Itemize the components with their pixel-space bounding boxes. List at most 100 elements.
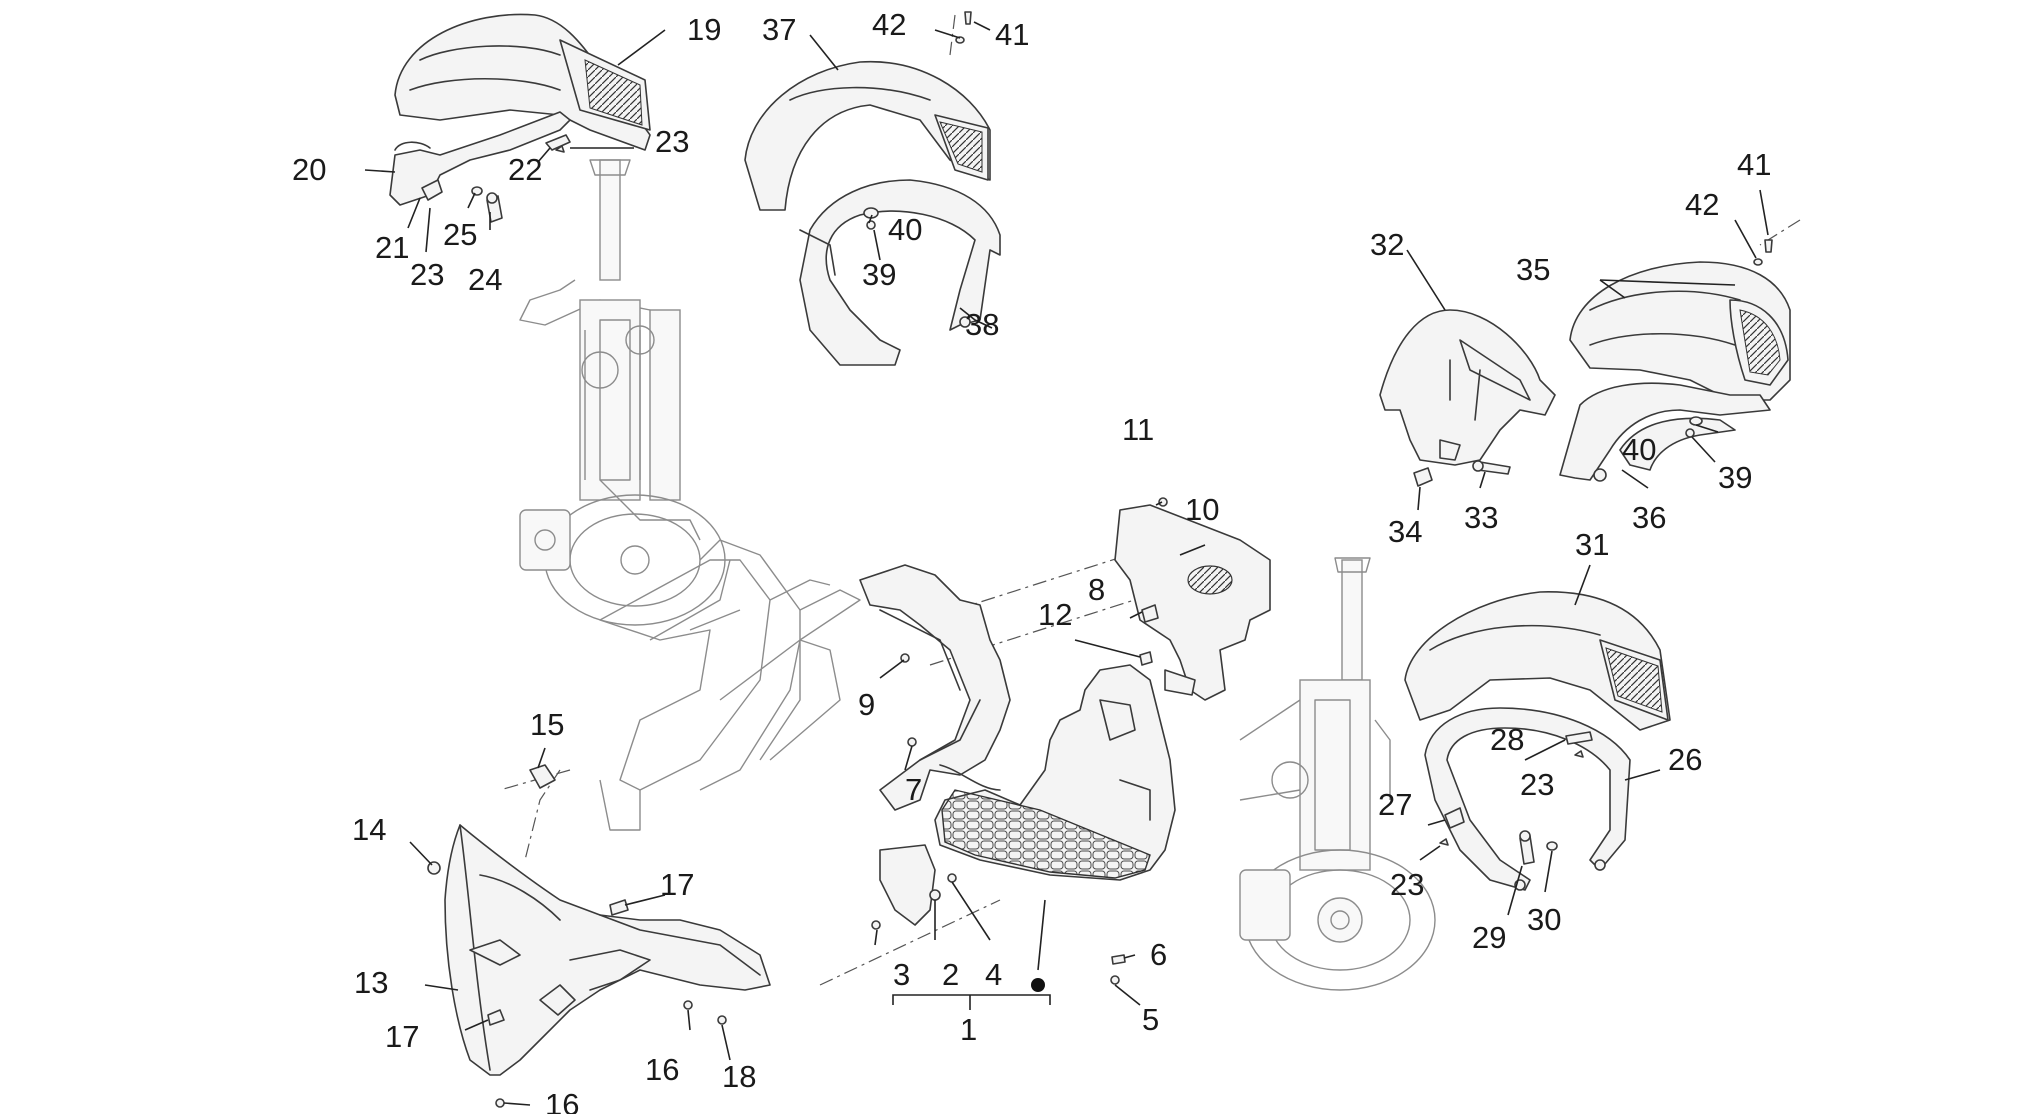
screw-18 (717, 1015, 727, 1025)
callout-40-b: 40 (1622, 432, 1656, 467)
callout-33: 33 (1464, 500, 1498, 535)
callout-16-b: 16 (545, 1087, 579, 1114)
callout-16-a: 16 (645, 1052, 679, 1087)
callout-41-b: 41 (1737, 147, 1771, 182)
clip-23-c (1574, 750, 1584, 758)
callout-14: 14 (352, 812, 386, 847)
callout-20: 20 (292, 152, 326, 187)
callout-31: 31 (1575, 527, 1609, 562)
callout-42-b: 42 (1685, 187, 1719, 222)
clip-27 (1444, 807, 1465, 829)
nut-39-a (866, 220, 876, 230)
callout-23-d: 23 (1390, 867, 1424, 902)
mudguard-bracket-36 (1559, 382, 1771, 482)
callout-28: 28 (1490, 722, 1524, 757)
callout-17-b: 17 (385, 1019, 419, 1054)
callout-40-a: 40 (888, 212, 922, 247)
callout-21: 21 (375, 230, 409, 265)
callout-23-a: 23 (655, 124, 689, 159)
callout-10: 10 (1185, 492, 1219, 527)
callout-1: 1 (960, 1012, 977, 1047)
clip-12 (1139, 651, 1153, 666)
clip-6 (1111, 954, 1126, 965)
callout-12: 12 (1038, 597, 1072, 632)
leader-lines (364, 21, 1769, 1106)
spring-clip-17-a (609, 899, 629, 916)
assembly-bracket-1 (892, 994, 1051, 1010)
callout-39-a: 39 (862, 257, 896, 292)
callout-13: 13 (354, 965, 388, 1000)
screw-41-b (1764, 239, 1773, 253)
washer-25 (471, 186, 483, 196)
callouts: 19 20 21 22 23 23 25 24 37 42 41 40 39 3… (292, 7, 1771, 1114)
washer-2 (929, 889, 941, 901)
spring-clip-17-b (487, 1009, 505, 1026)
screw-11 (1158, 497, 1168, 507)
screw-7 (907, 737, 917, 747)
washer-42-a (955, 36, 965, 44)
callout-34: 34 (1388, 514, 1422, 549)
screw-16-a (683, 1000, 693, 1010)
callout-29: 29 (1472, 920, 1506, 955)
callout-36: 36 (1632, 500, 1666, 535)
clip-23-d (1439, 838, 1449, 846)
front-fork-right-ghost (1239, 557, 1436, 991)
callout-26: 26 (1668, 742, 1702, 777)
callout-39-b: 39 (1718, 460, 1752, 495)
washer-40-b (1689, 416, 1703, 426)
callout-23-c: 23 (1520, 767, 1554, 802)
clip-8 (1141, 604, 1159, 623)
callout-30: 30 (1527, 902, 1561, 937)
callout-41-a: 41 (995, 17, 1029, 52)
washer-42-b (1753, 258, 1763, 266)
callout-4: 4 (985, 957, 1002, 992)
clip-21 (421, 179, 443, 201)
nut-39-b (1685, 428, 1695, 438)
callout-27: 27 (1378, 787, 1412, 822)
hugger-32 (1379, 309, 1556, 466)
screw-4 (947, 873, 957, 883)
callout-2: 2 (942, 957, 959, 992)
screw-5 (1110, 975, 1120, 985)
frame-ghost (599, 539, 861, 831)
clip-23-a (555, 145, 565, 153)
inner-shield-upper (859, 564, 1011, 811)
callout-18: 18 (722, 1059, 756, 1094)
washer-30 (1546, 841, 1558, 851)
callout-6: 6 (1150, 937, 1167, 972)
callout-35: 35 (1516, 252, 1550, 287)
front-mudguard-31 (1404, 591, 1671, 731)
callout-15: 15 (530, 707, 564, 742)
front-mudguard-35 (1569, 261, 1791, 401)
screw-3 (871, 920, 881, 930)
callout-38: 38 (965, 307, 999, 342)
callout-24: 24 (468, 262, 502, 297)
inner-mudguard-37 (744, 60, 991, 211)
callout-37: 37 (762, 12, 796, 47)
screw-41-a (964, 11, 972, 25)
screw-29 (1519, 830, 1535, 865)
callout-11: 11 (1122, 412, 1154, 447)
clip-34 (1413, 467, 1433, 487)
callout-23-b: 23 (410, 257, 444, 292)
bracket-15 (529, 764, 556, 789)
callout-8: 8 (1088, 572, 1105, 607)
callout-5: 5 (1142, 1002, 1159, 1037)
cover-plate-10 (1114, 504, 1271, 701)
screw-22 (545, 134, 571, 151)
front-mudguard-19 (394, 13, 651, 151)
callout-17-a: 17 (660, 867, 694, 902)
front-grille-cover (934, 664, 1176, 881)
screw-28 (1565, 731, 1593, 745)
callout-9: 9 (858, 687, 875, 722)
callout-3: 3 (893, 957, 910, 992)
callout-22: 22 (508, 152, 542, 187)
callout-42-a: 42 (872, 7, 906, 42)
mudguard-bracket-38 (799, 179, 1001, 366)
screw-33 (1472, 460, 1511, 475)
small-cover-plate (879, 844, 936, 926)
screw-16-b (495, 1098, 505, 1108)
callout-7: 7 (905, 772, 922, 807)
callout-25: 25 (443, 217, 477, 252)
